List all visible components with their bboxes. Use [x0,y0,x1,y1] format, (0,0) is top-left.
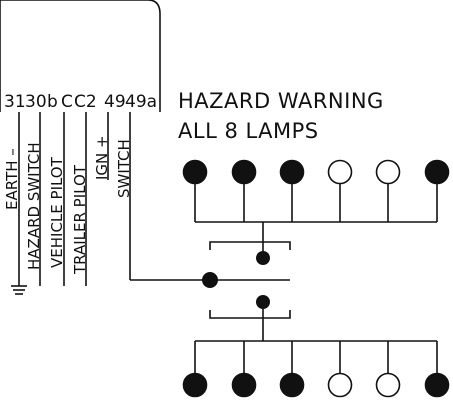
top-lamp-filled [279,159,305,185]
bottom-lamp-filled [279,372,305,398]
bottom-lamp-filled [182,372,208,398]
label-switch: SWITCH [115,139,133,198]
pin-49: 49 [104,92,126,112]
label-vehicle-pilot: VEHICLE PILOT [48,156,66,268]
bottom-lamp-filled [231,372,257,398]
pin-b: b [47,92,58,112]
top-lamps [182,159,450,222]
switch-upper-arm [209,241,291,250]
pin-wires [18,112,210,286]
pin-49a: 49a [125,92,157,112]
pin-c2: C2 [74,92,97,112]
title-line-1: HAZARD WARNING [178,89,384,113]
top-lamp-open [327,159,353,185]
top-lamp-filled [182,159,208,185]
bottom-lamp-open [327,372,353,398]
hazard-switch [202,222,291,341]
bottom-lamp-open [375,372,401,398]
switch-lower-arm [209,310,291,319]
bottom-lamps [182,341,450,398]
top-lamp-filled [424,159,450,185]
title-line-2: ALL 8 LAMPS [178,119,319,143]
flasher-unit: 31 30 b C C2 49 49a [0,0,161,112]
label-trailer-pilot: TRAILER PILOT [71,164,89,275]
bottom-lamp-group [182,340,450,398]
top-lamp-filled [231,159,257,185]
flasher-unit-outline [0,0,161,112]
label-ign: IGN + [93,135,111,180]
label-hazard-switch: HAZARD SWITCH [25,142,43,270]
top-lamp-open [375,159,401,185]
earth-symbol [11,285,27,295]
pin-31: 31 [4,92,26,112]
pin-c: C [61,92,73,112]
top-lamp-group [182,159,450,223]
pin-30: 30 [25,92,47,112]
wire-labels: EARTH – HAZARD SWITCH VEHICLE PILOT TRAI… [3,135,133,275]
label-earth: EARTH – [3,148,21,210]
bottom-lamp-filled [424,372,450,398]
